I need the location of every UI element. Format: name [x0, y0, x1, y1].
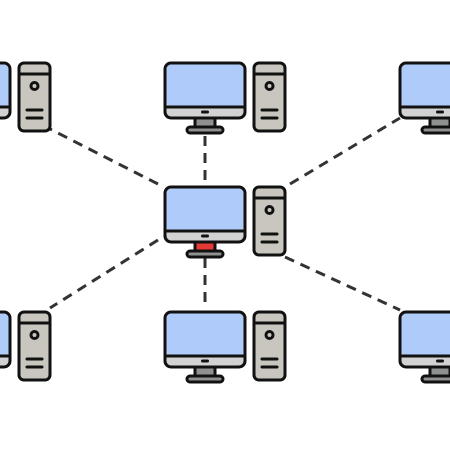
- power-button-icon: [264, 205, 275, 215]
- link-bottom-left: [49, 238, 159, 310]
- power-button-icon: [264, 81, 275, 91]
- tower-body: [252, 185, 287, 257]
- monitor-screen: [0, 313, 9, 356]
- monitor-screen: [166, 313, 244, 356]
- node-bottom-left-desktop-computer-icon: [0, 310, 52, 382]
- monitor-screen: [166, 188, 244, 231]
- power-led: [201, 234, 209, 238]
- node-bottom-center-desktop-computer-icon: [163, 310, 287, 384]
- monitor-screen: [0, 64, 9, 107]
- power-button-icon: [29, 330, 40, 340]
- monitor-screen: [166, 64, 244, 107]
- node-top-right-desktop-computer-icon: [398, 61, 450, 135]
- monitor-base: [420, 125, 450, 135]
- links-layer: [47, 116, 401, 312]
- central-computer-hub-icon: [163, 185, 287, 259]
- tower-case: [17, 310, 52, 382]
- power-led: [436, 110, 444, 114]
- tower-case: [252, 310, 287, 382]
- node-bottom-right-desktop-computer-icon: [398, 310, 450, 384]
- tower-body: [17, 310, 52, 382]
- power-button-icon: [29, 81, 40, 91]
- tower-case: [252, 185, 287, 257]
- link-top-left: [47, 126, 159, 186]
- tower-body: [17, 61, 52, 133]
- tower-body: [252, 61, 287, 133]
- node-top-center-desktop-computer-icon: [163, 61, 287, 135]
- monitor-base: [185, 374, 225, 384]
- monitor-base: [185, 249, 225, 259]
- monitor-base: [420, 374, 450, 384]
- tower-body: [252, 310, 287, 382]
- power-led: [201, 110, 209, 114]
- tower-case: [17, 61, 52, 133]
- power-led: [436, 359, 444, 363]
- monitor-screen: [401, 64, 450, 107]
- node-top-left-desktop-computer-icon: [0, 61, 52, 133]
- power-button-icon: [264, 330, 275, 340]
- link-top-right: [289, 116, 401, 186]
- tower-case: [252, 61, 287, 133]
- link-bottom-right: [284, 255, 401, 312]
- power-led: [201, 359, 209, 363]
- monitor-screen: [401, 313, 450, 356]
- monitor-base: [185, 125, 225, 135]
- nodes-layer: [0, 61, 450, 384]
